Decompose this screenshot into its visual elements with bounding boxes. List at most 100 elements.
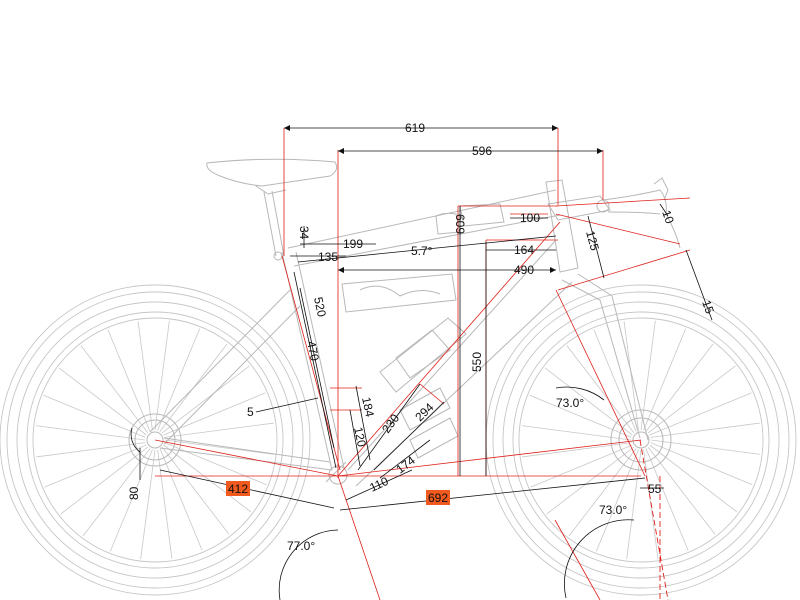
spoke [137,321,153,431]
dim-15: 15 [699,298,717,316]
crank [325,461,347,483]
spoke [649,444,738,513]
dimension-labels: 619 596 34 199 135 5.7° 490 100 164 125 … [127,121,717,553]
spoke [107,329,151,432]
spoke [140,449,156,560]
dim-55: 55 [648,482,662,496]
spoke [649,392,752,436]
spoke [650,439,761,455]
spoke [60,446,149,515]
dim-120: 120 [351,426,369,449]
spoke [44,444,147,488]
dim-294: 294 [412,400,436,424]
spoke [163,444,252,513]
dim-520: 520 [311,296,329,319]
spoke [626,449,642,560]
frame-bottle-1 [341,273,457,313]
dim-10: 10 [659,208,677,226]
dim-80: 80 [127,486,141,500]
spoke [43,394,146,438]
handlebar [602,189,681,249]
spoke [643,449,659,559]
front-hub [632,431,650,449]
dim-199: 199 [343,237,363,251]
spoke [645,448,689,551]
spoke [566,345,635,434]
dim-5: 5 [247,405,254,419]
spoke [645,343,714,432]
spoke [159,448,203,551]
dim-34: 34 [297,226,311,240]
dim-412: 412 [228,482,248,496]
dim-100: 100 [520,211,540,225]
spoke [650,442,753,486]
spoke [647,365,736,434]
spoke [109,449,153,552]
dim-seat-angle: 77.0° [287,539,315,553]
spoke [36,442,146,458]
spoke [35,425,146,441]
spoke [58,367,147,436]
stem [547,195,611,221]
fork [561,273,649,441]
seat-tube [281,251,345,471]
spoke [521,425,632,441]
spoke [568,448,637,537]
dim-490: 490 [514,263,534,277]
spoke [80,345,149,434]
badge-chainstay: 412 [226,481,250,496]
badge-front-center: 692 [426,490,450,505]
top-tube-cage [459,203,505,227]
dim-550: 550 [470,352,484,372]
front-wheel-spokes [521,320,761,560]
spoke [640,320,656,431]
dim-head-angle: 73.0° [556,396,584,410]
dim-110: 110 [367,474,391,495]
dim-184: 184 [359,396,377,419]
dim-angle-5-7: 5.7° [411,244,433,258]
spoke [647,446,716,535]
rear-hub [146,431,164,449]
saddle [206,158,338,187]
spoke [163,392,266,436]
spoke [161,446,230,535]
brake-lever [653,177,669,201]
spoke [164,442,267,486]
spoke [593,329,637,432]
spoke [595,449,639,552]
spoke [529,394,632,438]
dim-reach: 619 [405,121,425,135]
spoke [544,367,633,436]
rear-wheel [0,284,311,596]
dim-692: 692 [428,491,448,505]
rear-wheel-spokes [35,320,275,560]
spoke [157,449,173,559]
dim-135: 135 [318,250,338,264]
spoke [164,439,275,455]
spoke [154,320,170,431]
spoke [546,446,635,515]
spoke [623,321,639,431]
spoke [161,365,250,434]
seat-stay [149,289,301,445]
dim-head-angle-lower: 73.0° [599,503,627,517]
spoke [530,444,633,488]
dim-164: 164 [514,243,534,257]
chain-stay [159,437,333,471]
spoke [82,448,151,537]
frame-outline [149,158,681,487]
dim-wheelbase-top: 596 [472,144,492,158]
spoke [650,422,760,438]
dim-125: 125 [583,229,602,252]
spoke [164,422,274,438]
dim-174: 174 [393,453,418,476]
dim-470: 470 [304,340,322,363]
spoke [522,442,632,458]
frame-bottle-2 [379,317,467,393]
downtube-bottle [409,417,459,459]
head-tube [545,179,579,273]
spoke [157,328,201,431]
spoke [643,328,687,431]
